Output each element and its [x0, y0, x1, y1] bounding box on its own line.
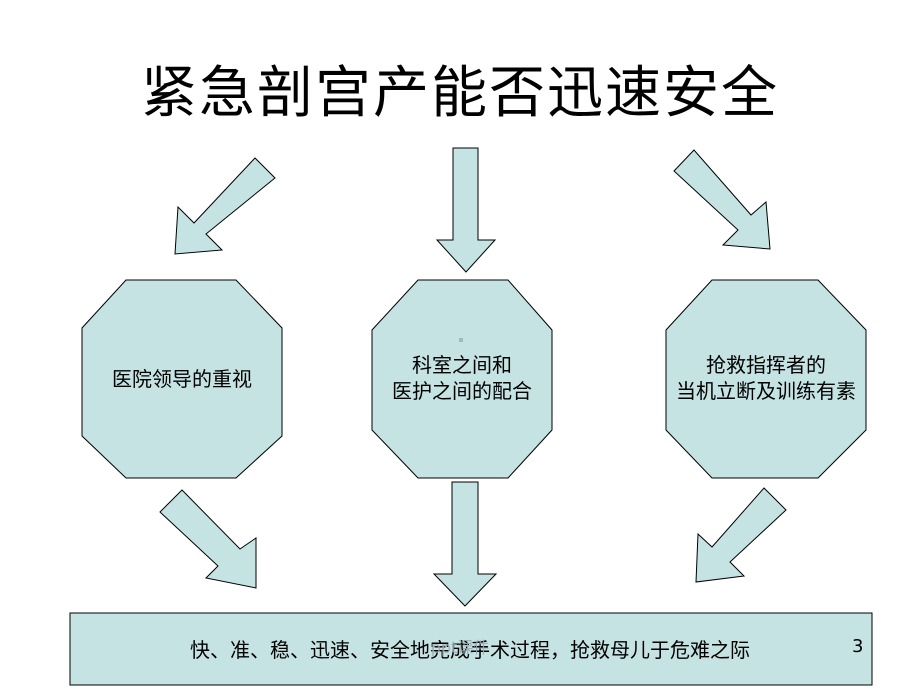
node-text-center: 科室之间和 医护之间的配合 — [362, 352, 562, 404]
watermark: ppt课件 — [430, 638, 490, 657]
node-text-right: 抢救指挥者的 当机立断及训练有素 — [656, 352, 876, 404]
center-dot — [459, 338, 463, 342]
node-center-line-1: 科室之间和 — [412, 353, 512, 377]
page-number: 3 — [852, 636, 864, 657]
node-right-line-2: 当机立断及训练有素 — [676, 379, 856, 403]
octagon-right — [665, 279, 867, 479]
arrow-down-right-top — [673, 149, 771, 250]
arrow-down-left-bottom-right — [695, 487, 787, 583]
node-text-left: 医院领导的重视 — [82, 366, 282, 392]
node-left-line-1: 医院领导的重视 — [112, 367, 252, 391]
node-center-line-2: 医护之间的配合 — [392, 379, 532, 403]
node-right-line-1: 抢救指挥者的 — [706, 353, 826, 377]
octagon-left — [81, 279, 283, 479]
octagon-center — [371, 279, 553, 479]
arrow-down-center-top — [435, 147, 497, 273]
arrow-down-center-bottom — [432, 481, 498, 607]
arrow-down-right-bottom-left — [159, 489, 257, 589]
arrow-down-left-top — [174, 157, 276, 255]
slide-title: 紧急剖宫产能否迅速安全 — [141, 61, 779, 126]
bottom-box — [69, 612, 873, 686]
bottom-text: 快、准、稳、迅速、安全地完成手术过程，抢救母儿于危难之际 — [190, 638, 750, 662]
